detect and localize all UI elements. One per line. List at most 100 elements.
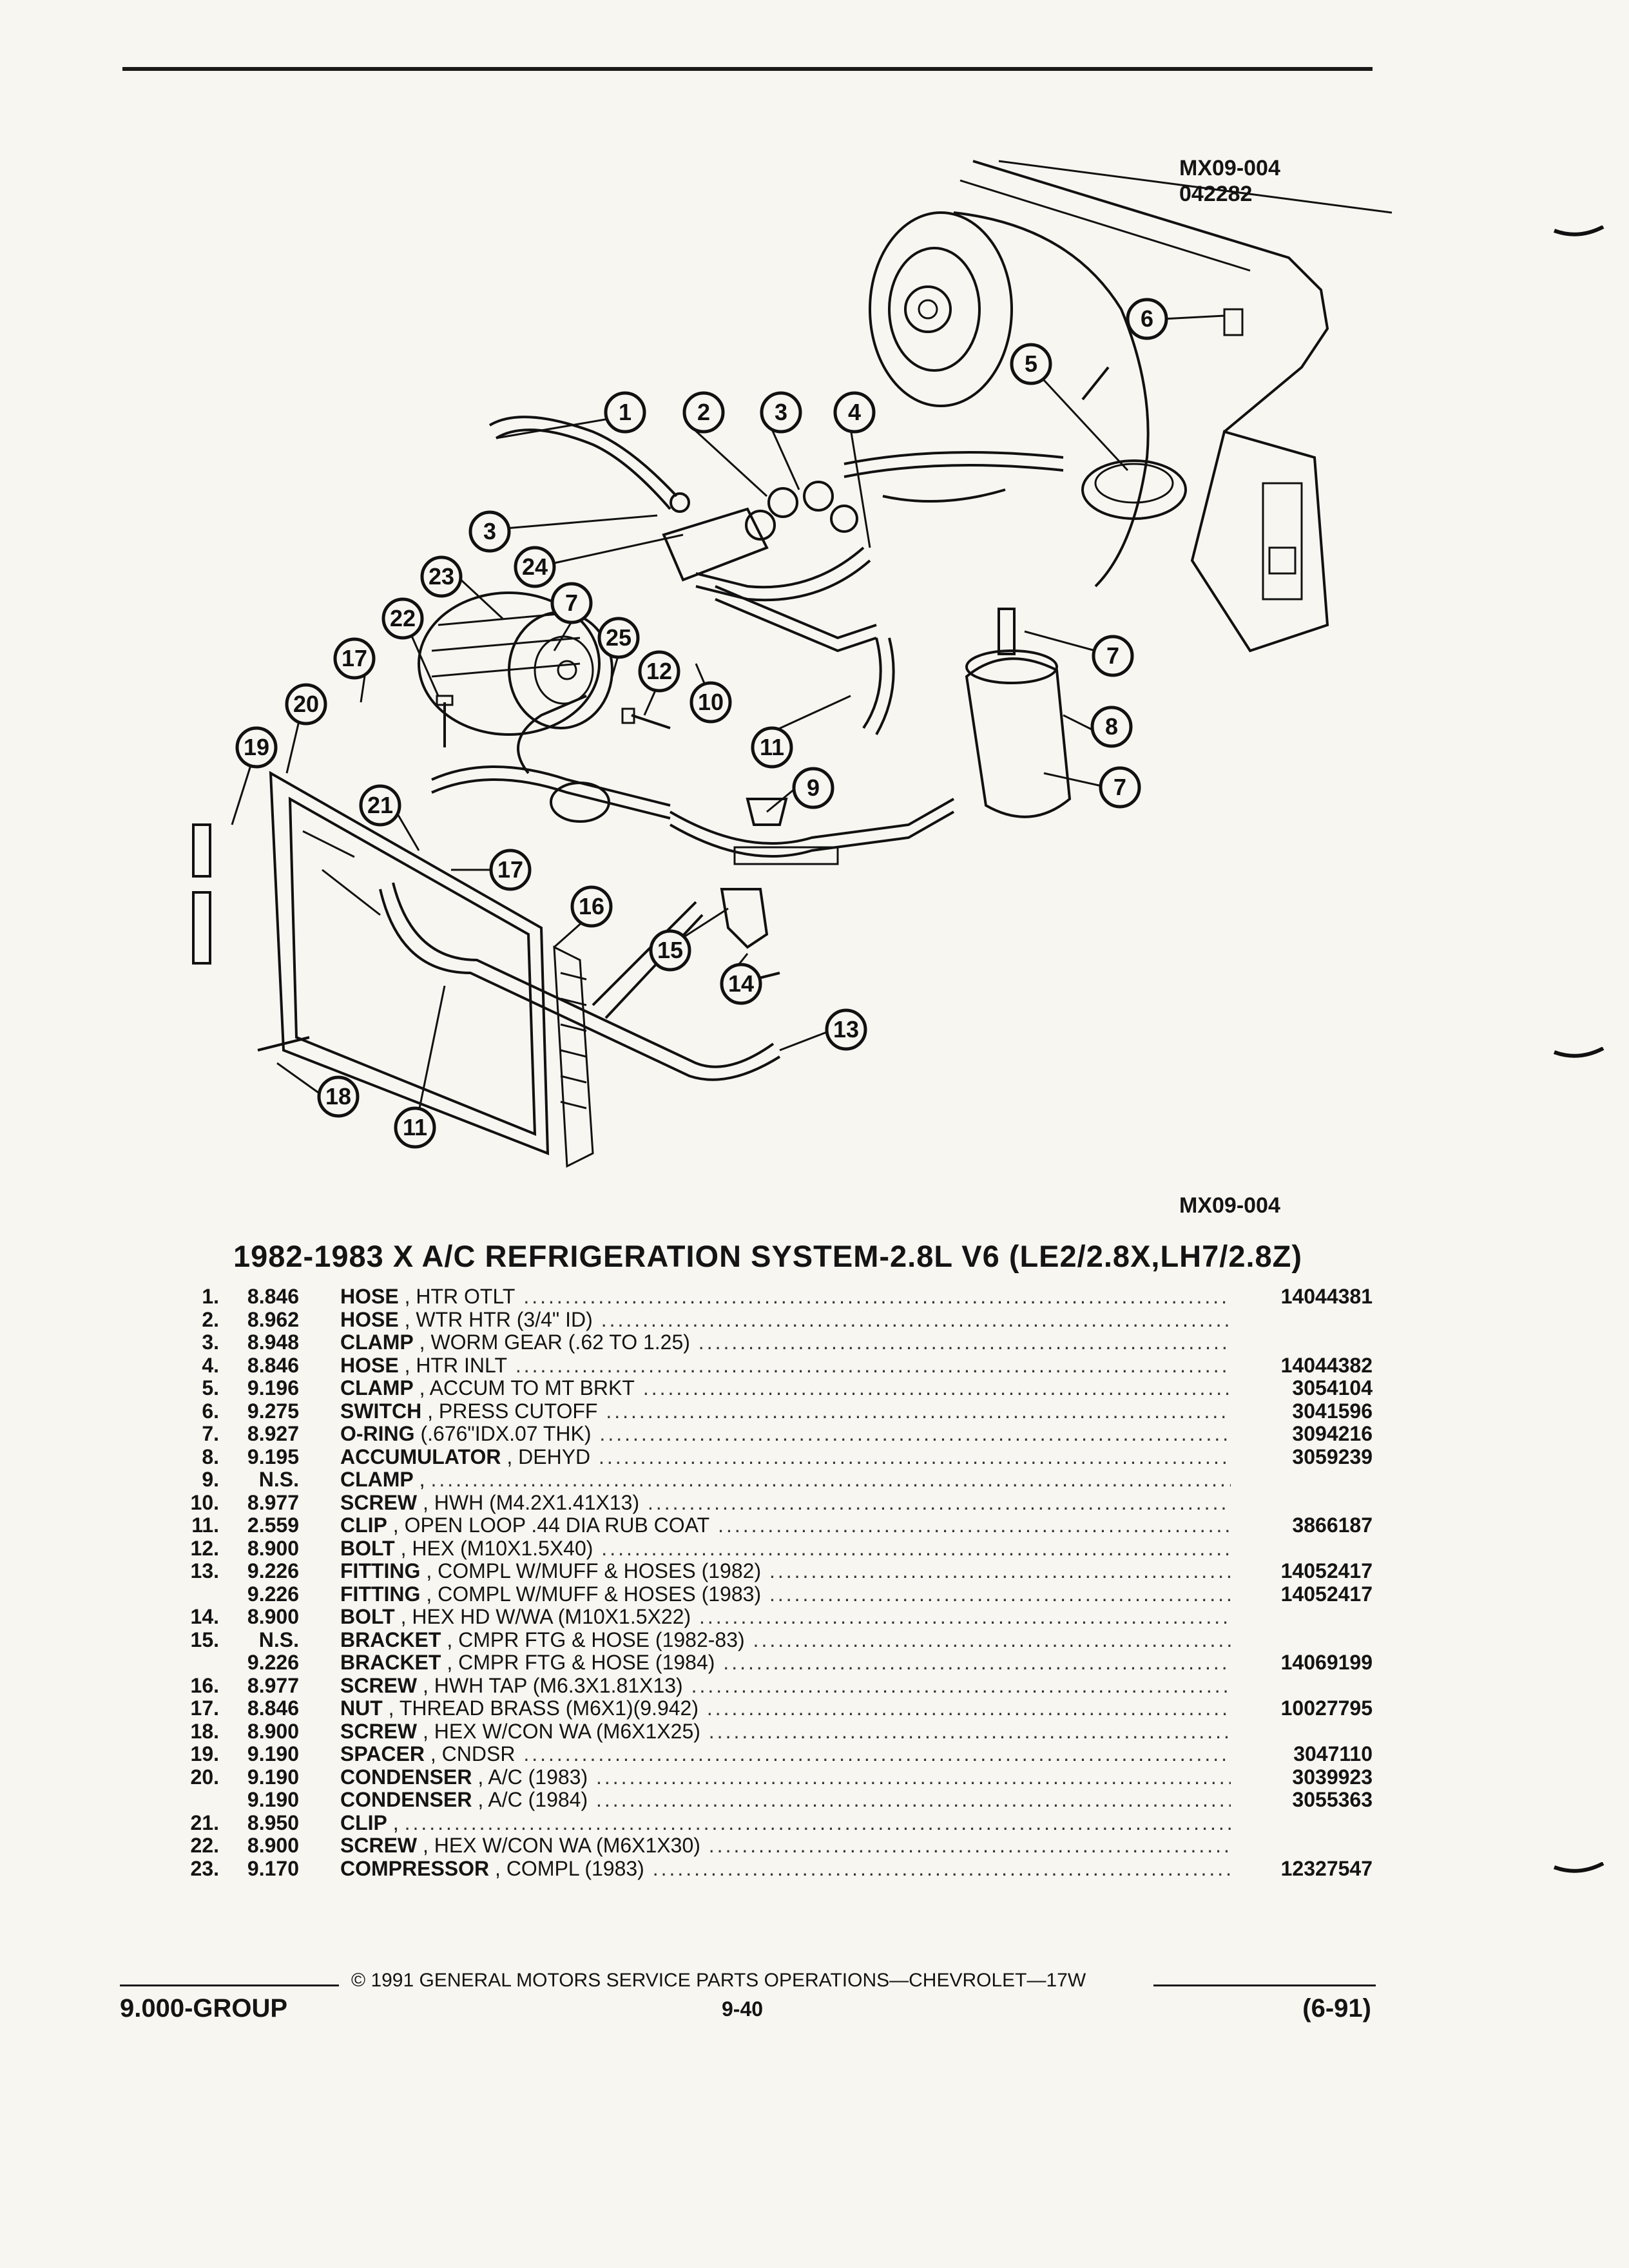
part-number: 3054104: [1292, 1376, 1373, 1399]
callout-circle: [1010, 343, 1052, 385]
item-number: 4.: [202, 1353, 219, 1377]
leader-dots: ........................................…: [596, 1765, 1231, 1789]
part-spec: CMPR FTG & HOSE (1982-83): [458, 1628, 745, 1651]
item-number: 18.: [190, 1719, 219, 1743]
part-description: O-RING (.676"IDX.07 THK) ...............…: [340, 1423, 1231, 1446]
part-name: SCREW: [340, 1834, 418, 1857]
item-number: 17.: [190, 1696, 219, 1720]
part-name: COMPRESSOR: [340, 1857, 490, 1880]
part-number: 10027795: [1280, 1696, 1373, 1720]
callout-number: 4: [848, 399, 861, 425]
leader-dots: ........................................…: [601, 1537, 1231, 1560]
callout-number: 19: [244, 734, 269, 760]
callout-number: 20: [293, 691, 319, 717]
callout-16: 16: [570, 885, 613, 928]
group-code: 9.196: [247, 1376, 299, 1399]
part-description: SCREW , HWH (M4.2X1.41X13) .............…: [340, 1492, 1231, 1515]
part-number: 14044382: [1280, 1353, 1373, 1377]
callout-13: 13: [825, 1008, 867, 1051]
callout-22: 22: [381, 597, 424, 640]
figure-code: MX09-004: [1179, 156, 1280, 180]
part-sep: ,: [387, 1514, 405, 1537]
part-name: CLAMP: [340, 1468, 414, 1491]
item-number: 12.: [190, 1536, 219, 1560]
callout-14: 14: [720, 963, 762, 1005]
callout-number: 3: [483, 518, 496, 544]
part-description: CONDENSER , A/C (1983) .................…: [340, 1766, 1231, 1789]
callout-circle: [514, 546, 556, 588]
part-name: BRACKET: [340, 1628, 441, 1651]
callout-2: 2: [682, 391, 725, 434]
part-name: CONDENSER: [340, 1765, 472, 1789]
part-name: SWITCH: [340, 1399, 422, 1423]
item-number: 1.: [202, 1285, 219, 1308]
callout-circle: [689, 681, 732, 724]
part-spec: (.676"IDX.07 THK): [420, 1423, 592, 1445]
callout-1: 1: [604, 391, 646, 434]
part-spec: ACCUM TO MT BRKT: [429, 1377, 635, 1399]
callout-8: 8: [1090, 706, 1133, 748]
part-name: CLIP: [340, 1514, 387, 1537]
callout-12: 12: [638, 650, 680, 693]
part-number: 12327547: [1280, 1856, 1373, 1880]
parts-row: 15.N.S.BRACKET , CMPR FTG & HOSE (1982-8…: [174, 1628, 1373, 1652]
callout-circle: [394, 1106, 436, 1149]
part-description: ACCUMULATOR , DEHYD ....................…: [340, 1446, 1231, 1469]
group-code: N.S.: [258, 1628, 299, 1651]
part-sep: ,: [417, 1834, 434, 1857]
leader-dots: ........................................…: [515, 1354, 1231, 1377]
group-code: 9.226: [247, 1582, 299, 1606]
parts-row: 9.N.S.CLAMP , ..........................…: [174, 1468, 1373, 1492]
callout-23: 23: [420, 555, 463, 598]
callout-number: 7: [1106, 642, 1119, 669]
part-spec: OPEN LOOP .44 DIA RUB COAT: [404, 1514, 710, 1537]
part-description: HOSE , WTR HTR (3/4" ID) ...............…: [340, 1309, 1231, 1332]
callout-24: 24: [514, 546, 556, 588]
part-sep: ,: [394, 1606, 412, 1628]
binding-mark-3: [1553, 1862, 1605, 1873]
part-sep: ,: [413, 1377, 430, 1399]
callout-number: 18: [325, 1083, 351, 1110]
part-number: 14044381: [1280, 1285, 1373, 1308]
callout-number: 12: [646, 658, 672, 684]
part-name: NUT: [340, 1697, 383, 1720]
callout-19: 19: [235, 726, 278, 769]
part-sep: ,: [420, 1582, 438, 1606]
part-description: SCREW , HWH TAP (M6.3X1.81X13) .........…: [340, 1675, 1231, 1698]
callout-number: 11: [403, 1114, 427, 1140]
callout-circle: [649, 929, 691, 972]
part-spec: COMPL (1983): [506, 1857, 644, 1880]
part-description: FITTING , COMPL W/MUFF & HOSES (1983) ..…: [340, 1583, 1231, 1606]
leader-dots: ........................................…: [599, 1445, 1231, 1468]
binding-mark-1: [1553, 226, 1605, 236]
leader-dots: ........................................…: [753, 1628, 1231, 1651]
part-number: 3039923: [1292, 1765, 1373, 1789]
part-spec: HWH TAP (M6.3X1.81X13): [434, 1674, 683, 1697]
part-number: 3055363: [1292, 1788, 1373, 1811]
part-name: SPACER: [340, 1743, 425, 1765]
group-code: 8.900: [247, 1605, 299, 1628]
part-description: COMPRESSOR , COMPL (1983) ..............…: [340, 1858, 1231, 1881]
leader-dots: ........................................…: [691, 1674, 1231, 1697]
part-sep: ,: [413, 1331, 431, 1354]
part-spec: HTR OTLT: [416, 1285, 516, 1308]
part-description: BRACKET , CMPR FTG & HOSE (1982-83) ....…: [340, 1629, 1231, 1652]
part-sep: ,: [424, 1743, 442, 1765]
callout-circle: [235, 726, 278, 769]
group-code: 8.846: [247, 1285, 299, 1308]
part-spec: PRESS CUTOFF: [438, 1399, 598, 1423]
part-spec: HEX HD W/WA (M10X1.5X22): [412, 1606, 691, 1628]
group-code: 8.927: [247, 1422, 299, 1445]
part-description: CLAMP , ................................…: [340, 1468, 1231, 1492]
group-code: 9.170: [247, 1856, 299, 1880]
callout-number: 23: [429, 563, 454, 590]
part-name: FITTING: [340, 1560, 421, 1582]
